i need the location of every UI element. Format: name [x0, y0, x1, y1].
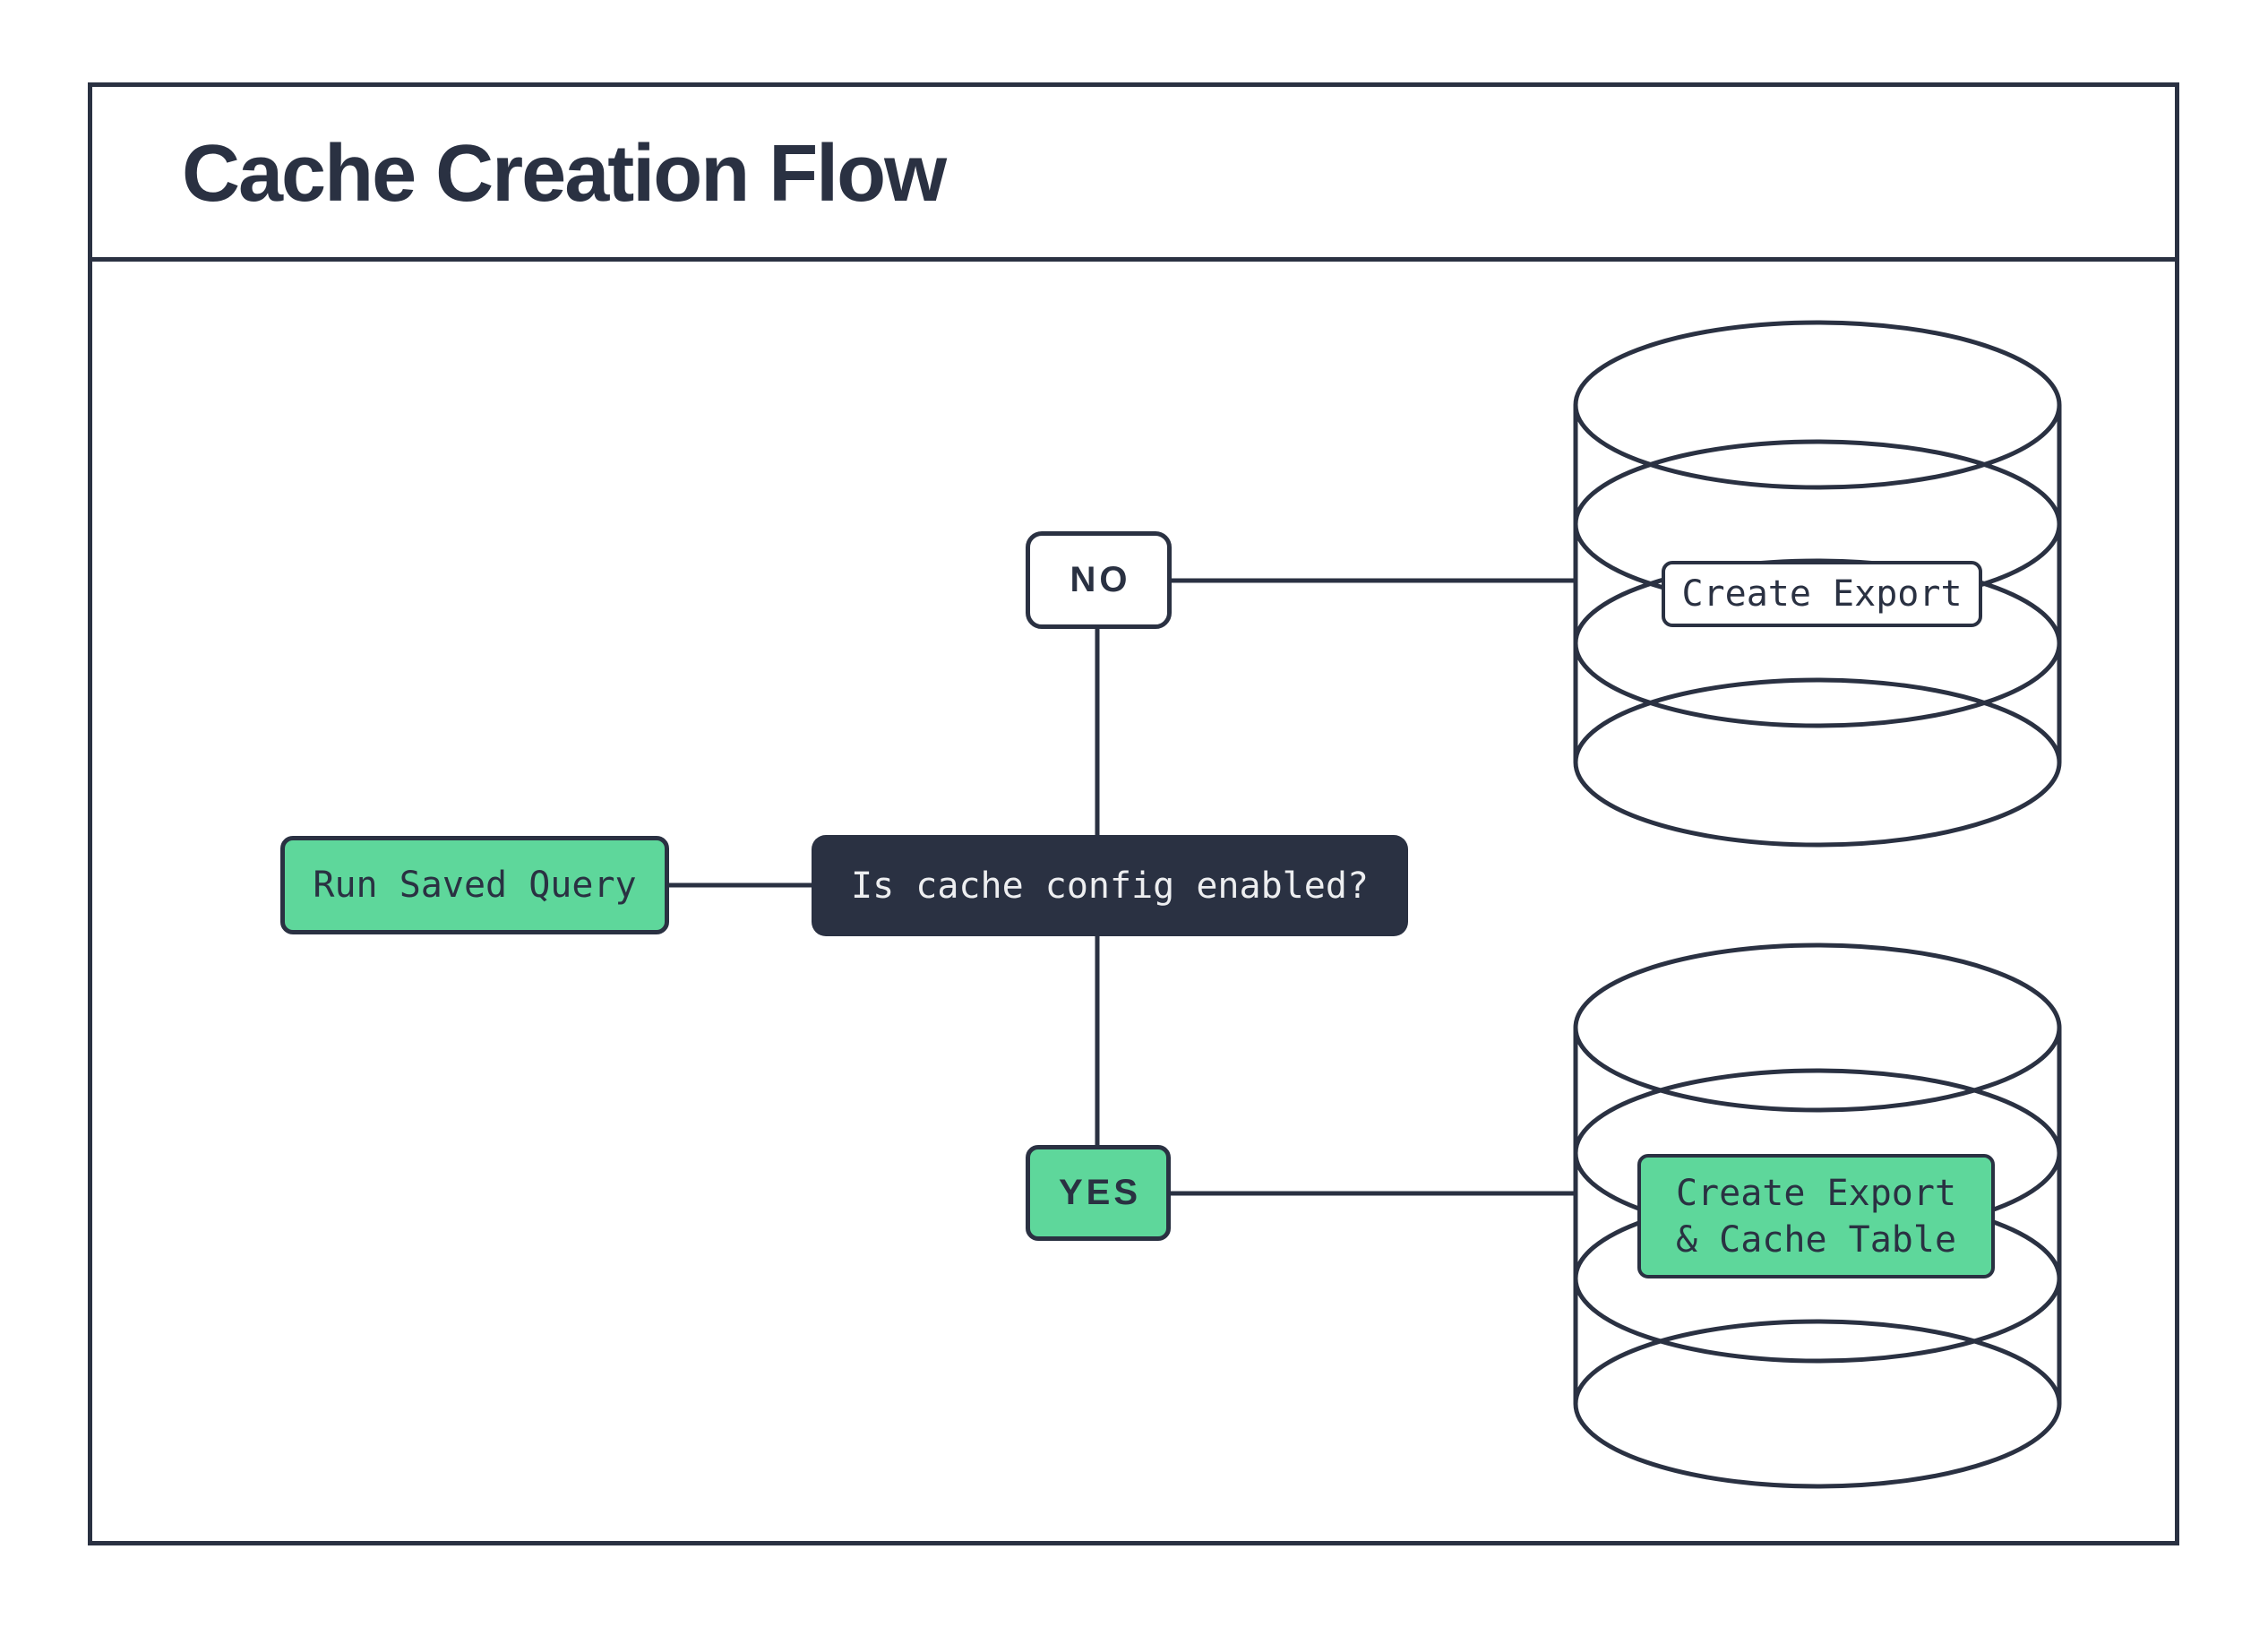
title-bar: Cache Creation Flow — [92, 87, 2175, 262]
diagram-frame: Cache Creation Flow — [88, 82, 2179, 1545]
create-export-cache-label-line1: Create Export — [1675, 1172, 1957, 1214]
create-export-node: Create Export — [1662, 561, 1982, 627]
create-export-label: Create Export — [1681, 573, 1963, 615]
decision-node: Is cache config enabled? — [812, 835, 1408, 936]
page-title: Cache Creation Flow — [182, 129, 947, 219]
decision-label: Is cache config enabled? — [851, 865, 1369, 907]
create-export-cache-label-line2: & Cache Table — [1675, 1218, 1957, 1261]
database-disk — [1573, 677, 2062, 848]
no-branch-label: NO — [1070, 560, 1131, 599]
run-saved-query-label: Run Saved Query — [313, 865, 637, 906]
connectors — [669, 578, 1576, 1196]
yes-branch-label: YES — [1058, 1173, 1142, 1212]
database-disk — [1573, 1319, 2062, 1489]
database-disk — [1573, 943, 2062, 1113]
run-saved-query-node: Run Saved Query — [280, 836, 669, 934]
create-export-cache-node: Create Export & Cache Table — [1637, 1154, 1995, 1278]
yes-branch-node: YES — [1026, 1145, 1171, 1241]
no-branch-node: NO — [1026, 531, 1172, 629]
database-disk — [1573, 320, 2062, 490]
